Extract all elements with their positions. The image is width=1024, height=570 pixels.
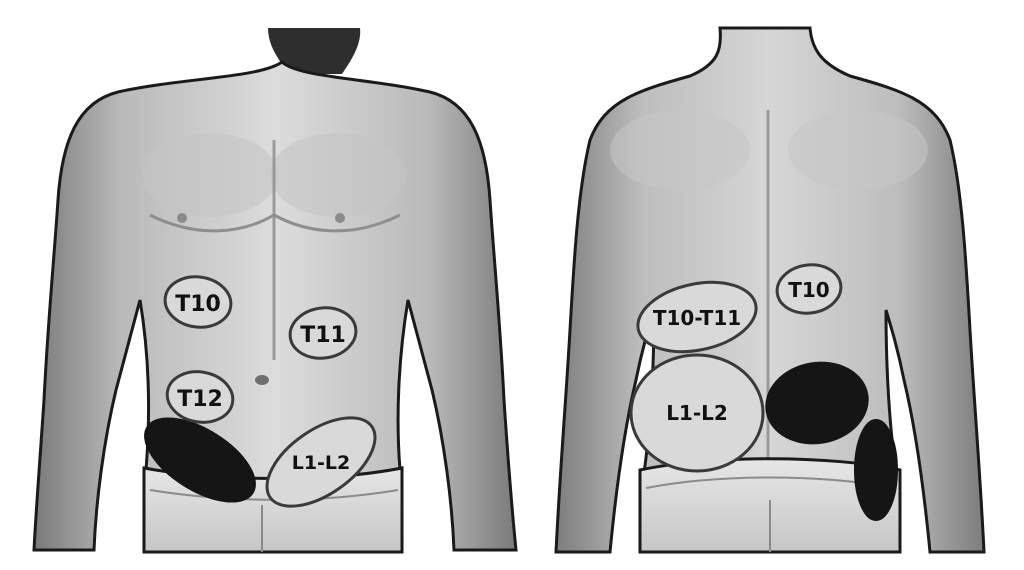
label-front-t11: T11 [300,323,346,348]
zone-back-t10-t11 [636,280,758,354]
zone-front-t12 [165,370,235,424]
front-pec-right [270,133,406,217]
back-shoulder-right [788,110,928,190]
back-shoulder-left [610,110,750,190]
zone-back-l1-l2 [629,353,765,473]
front-pec-lower-line [149,213,401,233]
label-front-t10: T10 [175,292,221,317]
label-back-t10: T10 [788,278,829,302]
zone-front-l1-l2 [265,416,377,508]
label-back-t10-t11: T10-T11 [653,306,741,330]
front-nipple-right [335,213,345,223]
front-view: T10 T11 T12 L1-L2 [32,28,518,554]
front-navel [255,375,269,385]
front-pec-left [142,133,278,217]
zone-front-t10 [163,275,233,329]
label-back-l1-l2: L1-L2 [666,401,728,425]
zone-back-dark-side [854,419,898,521]
zone-front-dark [144,417,256,503]
label-front-t12: T12 [177,387,223,412]
front-neck-hair [268,28,361,74]
zone-front-t11 [288,306,358,360]
back-view: T10 T10-T11 L1-L2 [554,26,986,554]
label-front-l1-l2: L1-L2 [292,452,351,474]
front-nipple-left [177,213,187,223]
zone-back-dark-large [765,361,869,445]
zone-back-t10 [775,263,843,315]
